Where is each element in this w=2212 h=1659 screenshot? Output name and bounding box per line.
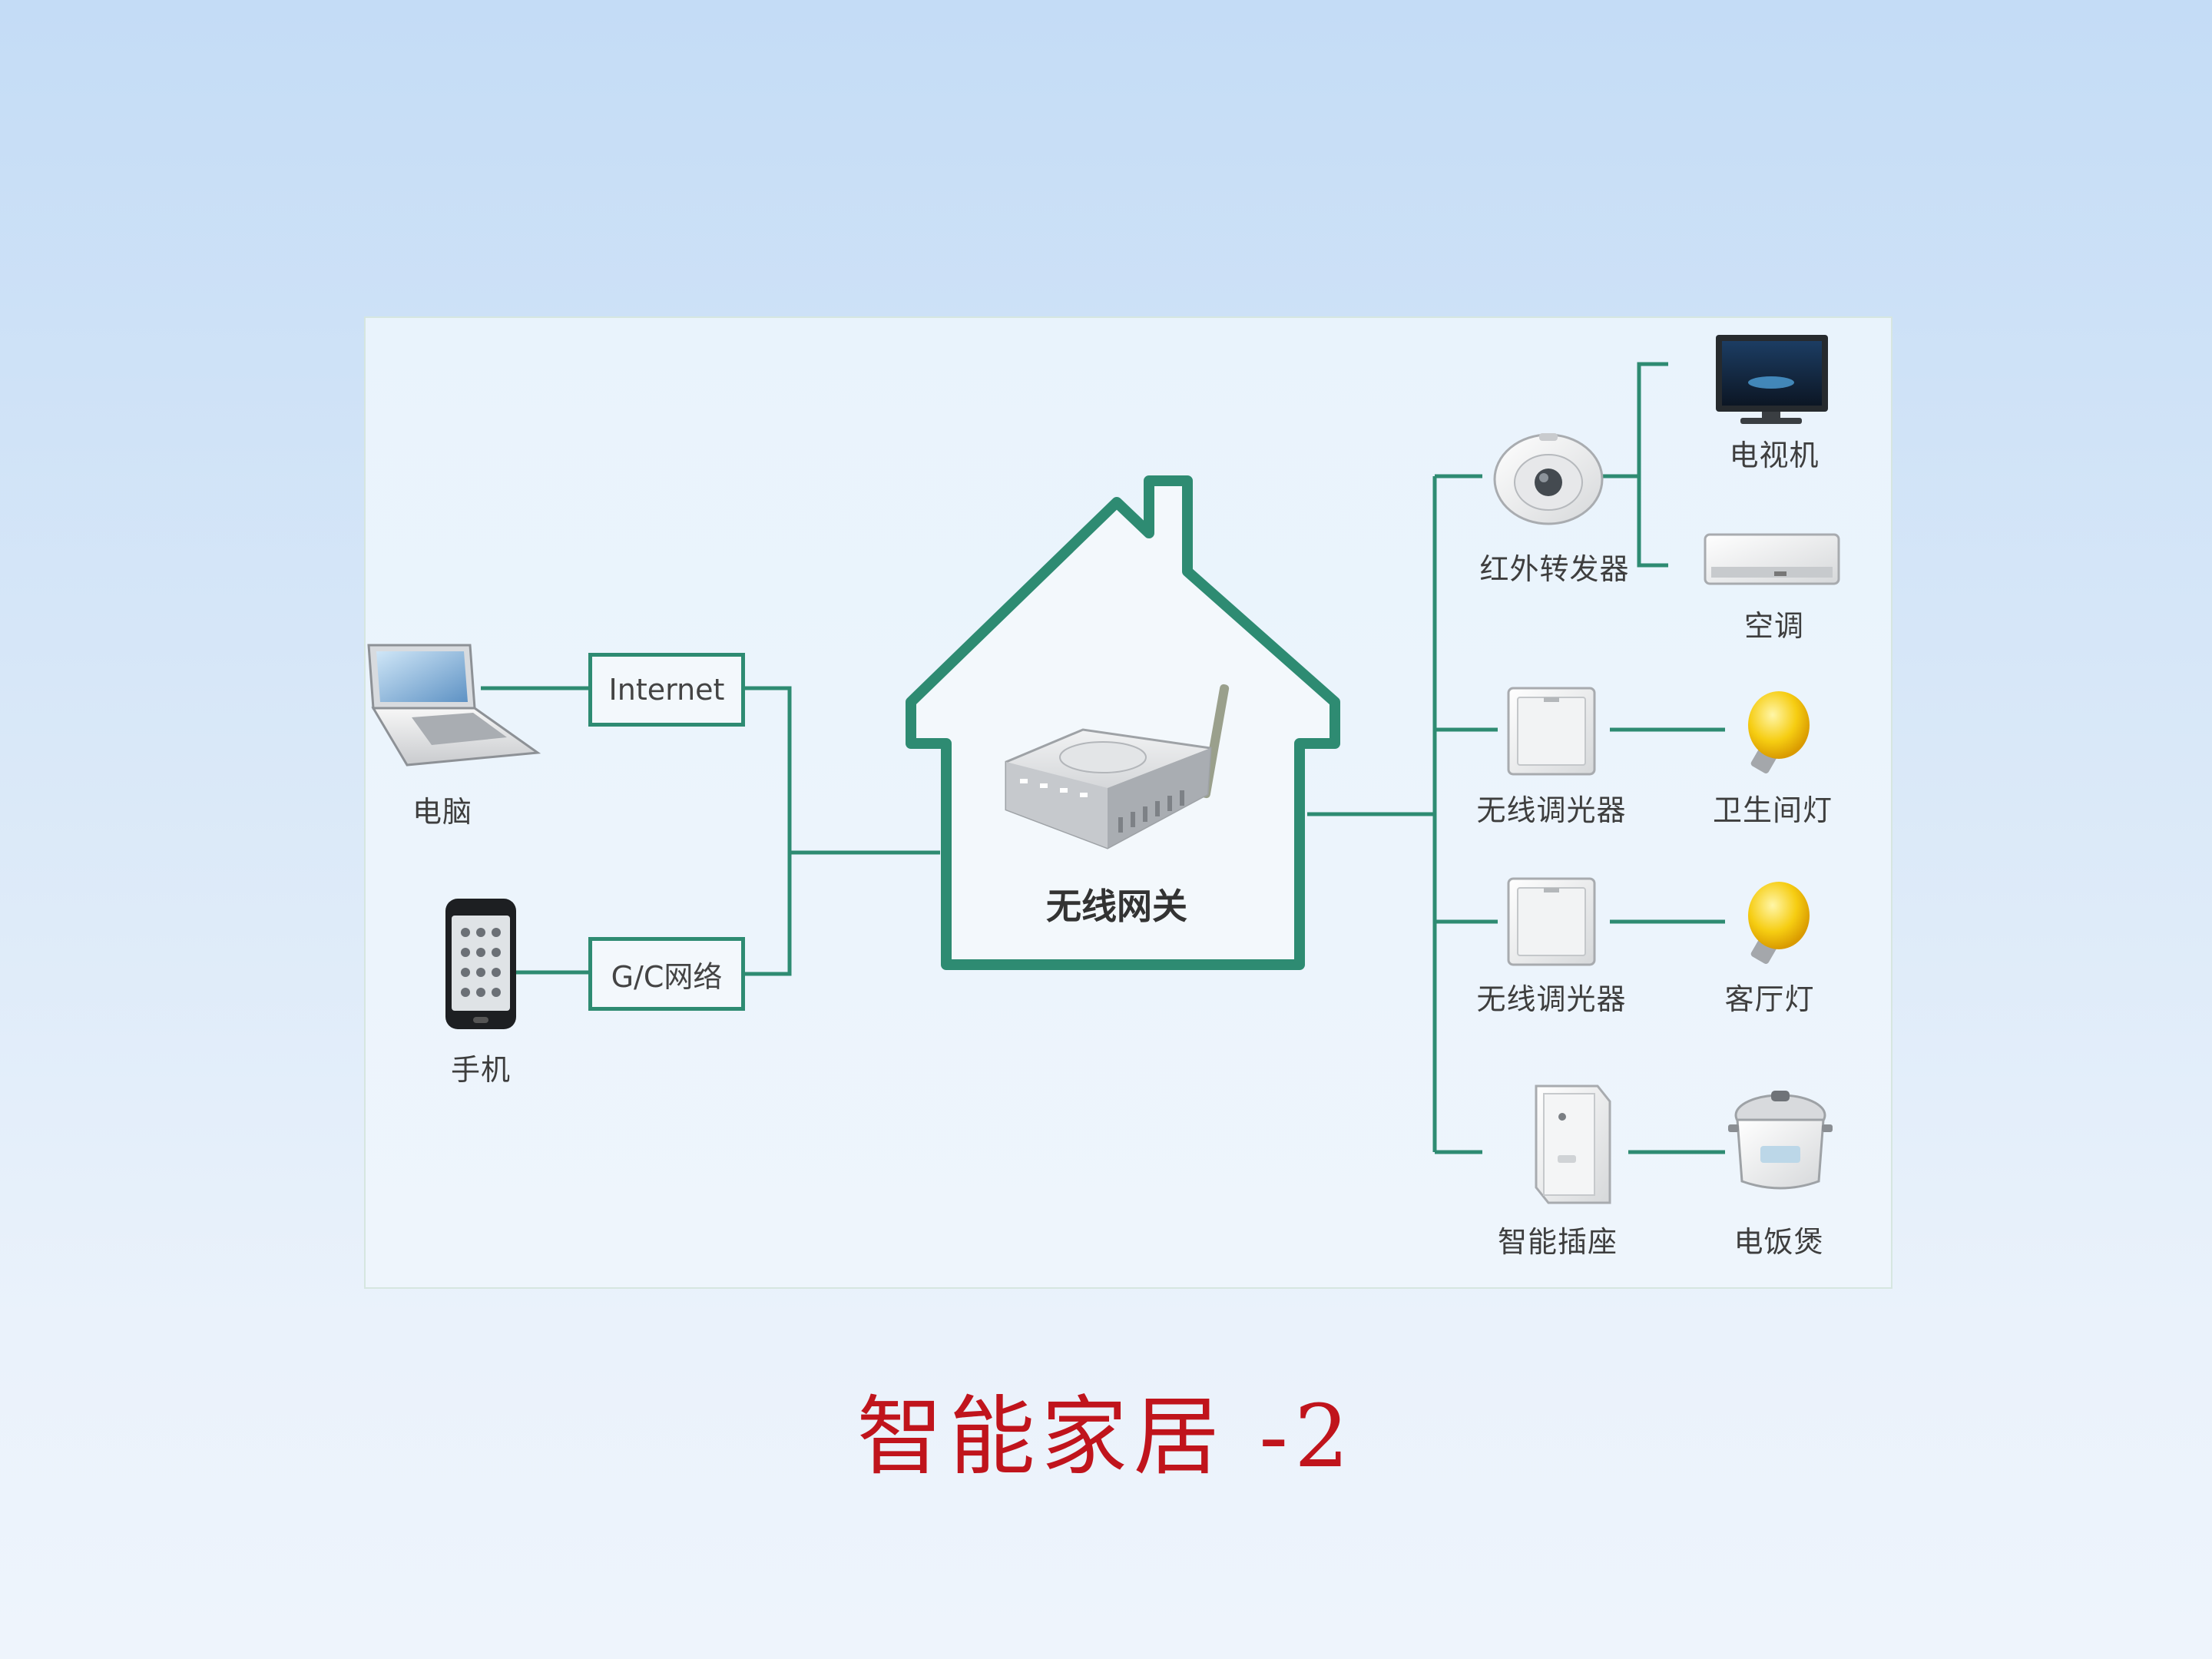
line-internet-bus [743, 686, 792, 976]
ir-forwarder-icon [1493, 433, 1604, 525]
smart-socket-label: 智能插座 [1497, 1225, 1618, 1259]
gateway-label: 无线网关 [1046, 886, 1187, 927]
internet-label: Internet [608, 673, 725, 707]
bathroom-light-label: 卫生间灯 [1712, 793, 1833, 827]
dimmer-1-label: 无线调光器 [1476, 793, 1627, 827]
smartphone-icon [445, 899, 516, 1029]
light-bulb-icon-2 [1748, 882, 1810, 965]
dimmer-2-label: 无线调光器 [1476, 982, 1627, 1016]
gc-network-label: G/C网络 [611, 959, 723, 994]
connector-lines [481, 362, 1725, 1154]
network-diagram: Internet G/C网络 电脑 手机 无线网关 红外转发器 电视机 空调 无… [364, 316, 1892, 1289]
phone-label: 手机 [450, 1053, 512, 1087]
dimmer-switch-icon-1 [1507, 687, 1596, 776]
tv-label: 电视机 [1729, 439, 1820, 472]
router-icon [1005, 684, 1230, 849]
dimmer-switch-icon-2 [1507, 877, 1596, 966]
computer-label: 电脑 [412, 795, 473, 829]
laptop-icon [367, 644, 541, 767]
living-room-light-label: 客厅灯 [1724, 982, 1815, 1016]
diagram-canvas [367, 335, 1840, 1204]
rice-cooker-icon [1728, 1091, 1833, 1190]
rice-cooker-label: 电饭煲 [1734, 1225, 1824, 1259]
slide-title: 智能家居 -2 [856, 1387, 1356, 1487]
smart-socket-icon [1535, 1084, 1611, 1204]
line-tv-ac-branch [1637, 362, 1668, 568]
house-outline [906, 475, 1340, 970]
tv-icon [1716, 335, 1828, 424]
light-bulb-icon-1 [1748, 691, 1810, 774]
ir-forwarder-label: 红外转发器 [1479, 552, 1630, 586]
air-conditioner-icon [1704, 533, 1840, 585]
gc-network-box: G/C网络 [588, 937, 745, 1011]
internet-box: Internet [588, 653, 745, 727]
ac-label: 空调 [1743, 609, 1805, 643]
